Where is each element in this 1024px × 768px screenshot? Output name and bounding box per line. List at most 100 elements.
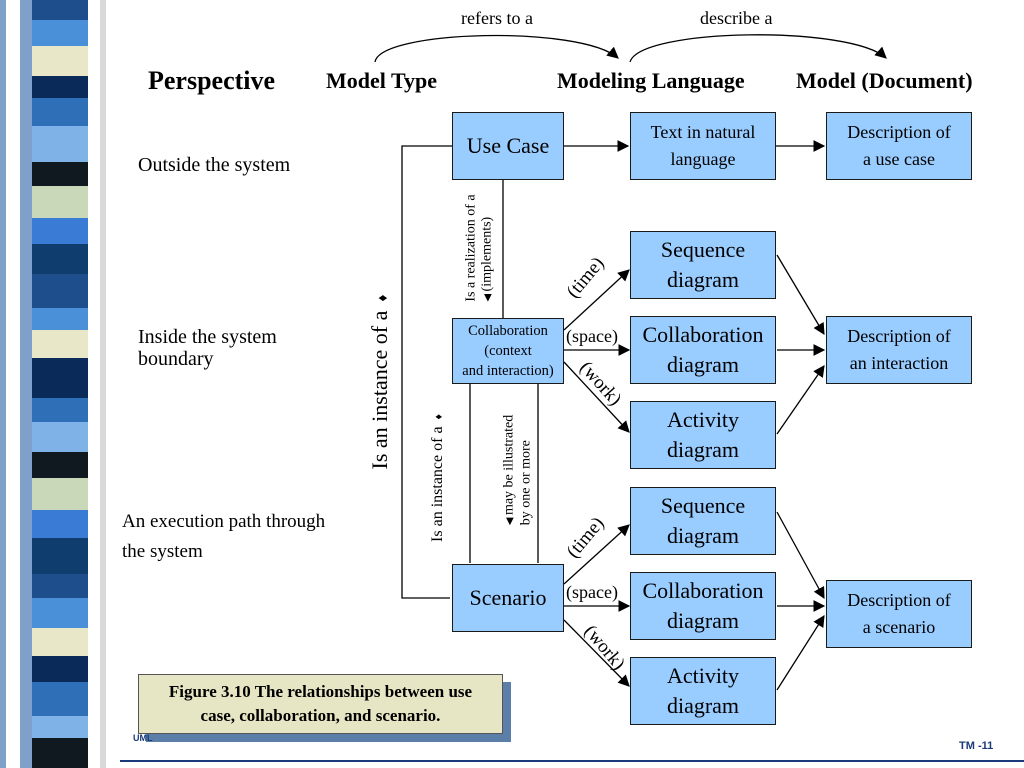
describe-label: describe a [700, 8, 773, 28]
execution-line2: the system [122, 541, 203, 562]
text-natural-line1: Text in natural [650, 122, 756, 142]
realization-label: Is a realization of a ◀ (implements) [464, 194, 497, 301]
scenario-box[interactable]: Scenario [452, 564, 564, 632]
stripe-block [32, 98, 88, 126]
stripe-block [32, 76, 88, 98]
collab-ctx-line1: Collaboration [468, 323, 548, 339]
stripe-block [32, 162, 88, 186]
realization-line2: (implements) [479, 216, 495, 292]
description-use-case-box[interactable]: Description of a use case [826, 112, 972, 180]
stripe-block [32, 538, 88, 574]
illustrated-line1: may be illustrated [501, 414, 517, 516]
instance-of-small-text: Is an instance of a [429, 426, 446, 542]
illustrated-line1-wrap: ◀ may be illustrated [502, 415, 519, 526]
perspective-header: Perspective [148, 66, 276, 95]
stripe-block [32, 186, 88, 218]
stripe-block [32, 628, 88, 656]
stripe-block [32, 0, 88, 20]
illustrated-label: ◀ may be illustrated by one or more [502, 415, 535, 526]
stripe-block [32, 716, 88, 738]
instance-of-small-label: Is an instance of a ♦ [429, 414, 447, 542]
sequence-diagram-box-2[interactable]: Sequence diagram [630, 487, 776, 555]
model-type-header: Model Type [326, 68, 438, 93]
activity-line1: Activity [666, 407, 740, 432]
desc-interaction-line1: Description of [847, 326, 951, 346]
execution-line1: An execution path through [122, 511, 326, 532]
desc-scenario-line1: Description of [847, 590, 951, 610]
figure-caption: Figure 3.10 The relationships between us… [138, 674, 503, 734]
use-case-box[interactable]: Use Case [452, 112, 564, 180]
bottom-rule [120, 760, 1024, 762]
collab-diag-line1: Collaboration [642, 322, 764, 347]
desc-use-case-line2: a use case [863, 149, 935, 169]
collab-diag-line2: diagram [666, 352, 740, 377]
stripe-block [32, 598, 88, 628]
space-label-2: (space) [566, 582, 618, 602]
modeling-language-header: Modeling Language [557, 68, 745, 93]
execution-path-label: An execution path through the system [122, 507, 325, 567]
stripe-block [32, 218, 88, 244]
realization-line2-wrap: ◀ (implements) [479, 194, 497, 302]
activity-line1: Activity [666, 663, 740, 688]
stripe-block [32, 274, 88, 308]
stripe-block [32, 308, 88, 330]
text-natural-language-box[interactable]: Text in natural language [630, 112, 776, 180]
collab-ctx-line2: (context [484, 343, 532, 359]
desc-use-case-line1: Description of [847, 122, 951, 142]
stripe-block [32, 682, 88, 716]
stripe-block [32, 452, 88, 478]
collab-ctx-line3: and interaction) [462, 363, 554, 379]
description-interaction-box[interactable]: Description of an interaction [826, 316, 972, 384]
caption-line2: case, collaboration, and scenario. [200, 706, 441, 725]
activity-line2: diagram [666, 693, 740, 718]
activity-diagram-box-1[interactable]: Activity diagram [630, 401, 776, 469]
stripe-block [32, 398, 88, 422]
decorative-stripe [0, 0, 120, 768]
realization-line1: Is a realization of a [463, 194, 479, 302]
slide-number: TM -11 [959, 740, 994, 752]
stripe-block [32, 330, 88, 358]
stripe-block [32, 510, 88, 538]
inside-system-label: Inside the system boundary [138, 326, 277, 370]
stripe-block [32, 422, 88, 452]
caption-line1: Figure 3.10 The relationships between us… [168, 682, 473, 701]
sequence-line2: diagram [666, 267, 740, 292]
diamond-icon: ♦ [376, 294, 391, 306]
space-label-1: (space) [566, 326, 618, 346]
stripe-block [32, 738, 88, 768]
sequence-diagram-box-1[interactable]: Sequence diagram [630, 231, 776, 299]
collaboration-diagram-box-1[interactable]: Collaboration diagram [630, 316, 776, 384]
model-document-header: Model (Document) [796, 68, 973, 93]
instance-loop [401, 145, 452, 599]
refers-arc [374, 34, 619, 63]
inside-system-line2: boundary [138, 348, 214, 370]
footer-left-text: UML [133, 733, 153, 743]
instance-of-large-text: Is an instance of a [367, 310, 392, 470]
collab-diag-line2: diagram [666, 608, 740, 633]
stripe-block [32, 46, 88, 76]
arrow-left-icon: ◀ [482, 291, 494, 302]
collaboration-context-box[interactable]: Collaboration (context and interaction) [452, 318, 564, 384]
activity-diagram-box-2[interactable]: Activity diagram [630, 657, 776, 725]
collaboration-diagram-box-2[interactable]: Collaboration diagram [630, 572, 776, 640]
stripe-block [32, 20, 88, 46]
stripe-block [32, 126, 88, 162]
inside-system-line1: Inside the system [138, 326, 277, 348]
stripe-block [32, 358, 88, 398]
instance-of-large-label: Is an instance of a ♦ [367, 295, 393, 470]
activity-line2: diagram [666, 437, 740, 462]
sequence-line1: Sequence [660, 493, 746, 518]
stripe-block [32, 574, 88, 598]
sequence-line2: diagram [666, 523, 740, 548]
sequence-line1: Sequence [660, 237, 746, 262]
stripe-block [32, 244, 88, 274]
collab-diag-line1: Collaboration [642, 578, 764, 603]
diamond-icon: ♦ [433, 414, 445, 423]
desc-scenario-line2: a scenario [862, 617, 936, 637]
outside-system-label: Outside the system [138, 154, 291, 176]
description-scenario-box[interactable]: Description of a scenario [826, 580, 972, 648]
arrow-left-icon: ◀ [504, 515, 516, 526]
stripe-block [32, 656, 88, 682]
illustrated-line2: by one or more [518, 440, 534, 526]
